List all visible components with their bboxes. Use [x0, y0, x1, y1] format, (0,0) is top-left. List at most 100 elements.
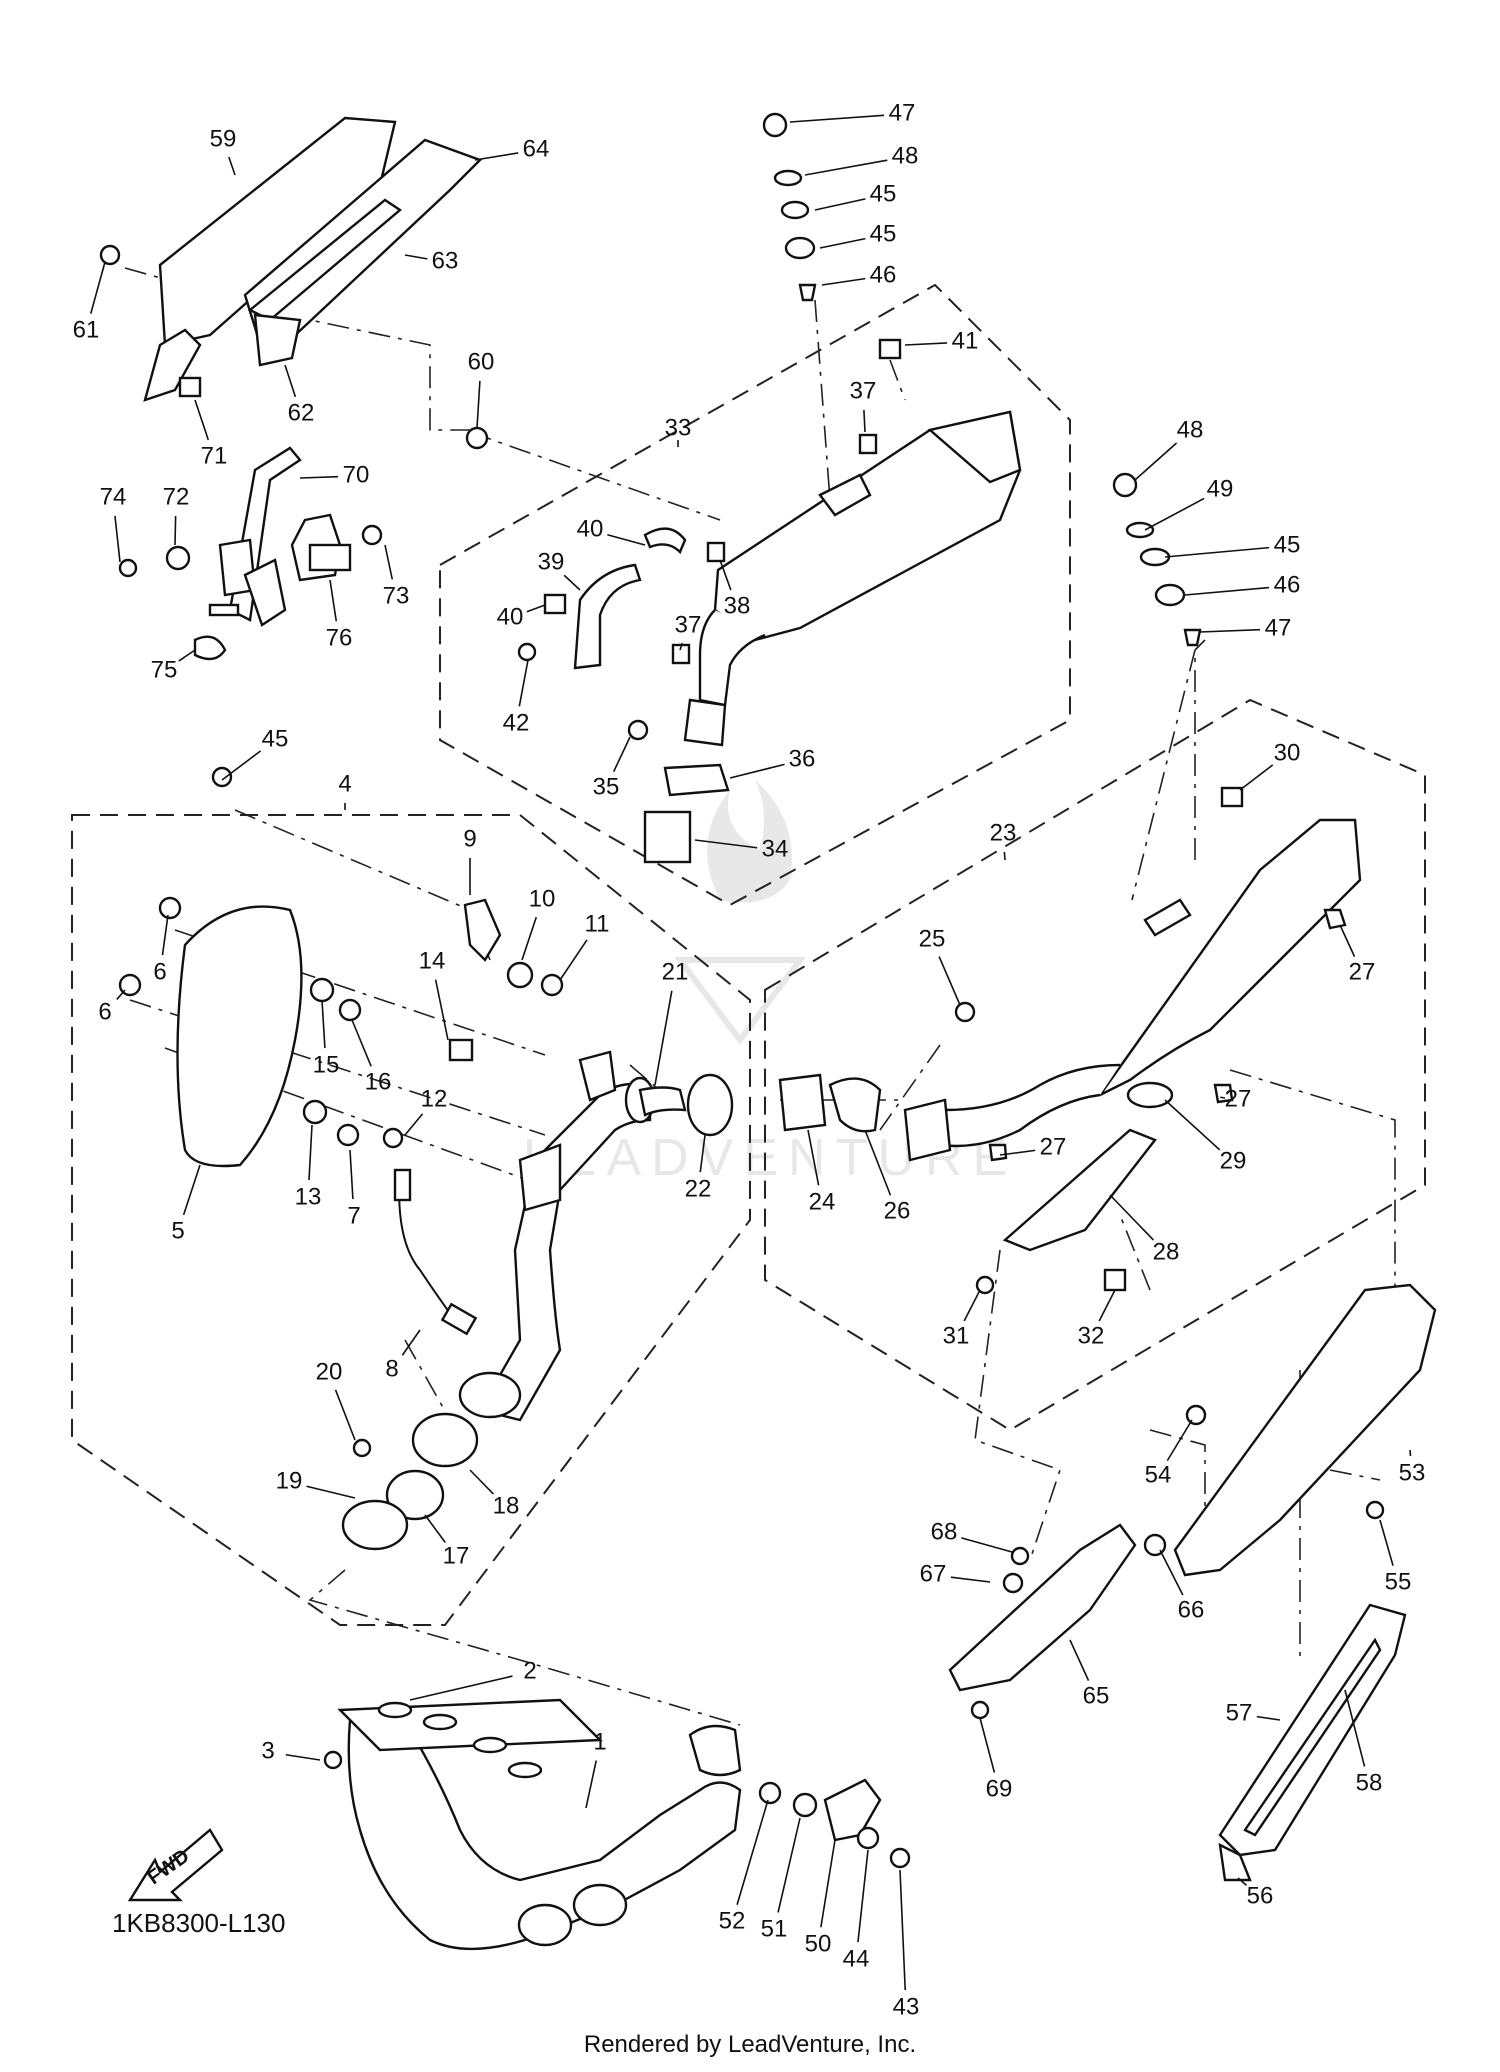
leader-line-73	[384, 544, 394, 580]
collar-76	[208, 603, 240, 617]
gasket-19	[341, 1499, 409, 1551]
grommet-59	[465, 426, 489, 450]
part-label-6: 6	[98, 998, 111, 1025]
part-label-49: 49	[1207, 475, 1234, 502]
part-label-47: 47	[889, 99, 916, 126]
grommet-45-top-a	[780, 200, 810, 220]
part-label-57: 57	[1226, 1699, 1253, 1726]
part-label-46: 46	[870, 261, 897, 288]
leader-line-25	[938, 956, 961, 1006]
part-label-59: 59	[210, 125, 237, 152]
leader-line-12	[404, 1113, 424, 1136]
leader-line-54	[1166, 1419, 1193, 1462]
part-label-12: 12	[421, 1085, 448, 1112]
part-number-labels: 1234566789101112131415161718192021222324…	[73, 99, 1426, 2020]
leader-line-46	[821, 277, 866, 286]
damper-32	[1103, 1268, 1127, 1292]
damper-50	[792, 1792, 818, 1818]
leader-line-68	[961, 1537, 1013, 1553]
band-29	[1126, 1081, 1174, 1109]
bolt-42	[889, 1847, 911, 1869]
part-label-54: 54	[1145, 1461, 1172, 1488]
leader-line-45	[819, 237, 866, 249]
washer-48-top	[773, 169, 803, 187]
group-boundary-33	[439, 283, 1071, 907]
gasket-2-d	[507, 1761, 543, 1779]
leader-line-37	[863, 409, 866, 433]
part-label-7: 7	[347, 1202, 360, 1229]
part-label-29: 29	[1220, 1147, 1247, 1174]
part-label-72: 72	[163, 483, 190, 510]
part-label-37: 37	[850, 377, 877, 404]
leader-line-57	[1256, 1715, 1281, 1721]
leader-line-6	[116, 989, 126, 1000]
leader-line-14	[434, 979, 449, 1041]
part-label-4: 4	[338, 770, 351, 797]
part-label-10: 10	[529, 885, 556, 912]
part-label-70: 70	[343, 461, 370, 488]
part-label-46: 46	[1274, 571, 1301, 598]
part-label-55: 55	[1385, 1568, 1412, 1595]
part-label-73: 73	[383, 582, 410, 609]
part-label-31: 31	[943, 1322, 970, 1349]
leader-line-27	[999, 1149, 1036, 1156]
leader-line-75	[178, 649, 196, 662]
leader-line-45	[221, 750, 262, 781]
leader-line-46	[1184, 586, 1270, 596]
leader-line-47	[789, 114, 885, 123]
part-label-3: 3	[261, 1737, 274, 1764]
part-label-33: 33	[665, 414, 692, 441]
nut-27-lower	[988, 1143, 1008, 1162]
part-label-42: 42	[503, 709, 530, 736]
leader-line-30	[1239, 764, 1274, 791]
bolt-47-top	[762, 112, 788, 138]
leader-line-11	[559, 939, 588, 981]
part-label-27: 27	[1349, 958, 1376, 985]
damper-15	[309, 977, 335, 1003]
sensor-75	[290, 513, 352, 582]
collar-65	[1143, 1533, 1167, 1557]
collar-10	[506, 961, 534, 989]
leader-line-66	[1159, 1549, 1184, 1596]
part-label-66: 66	[1178, 1596, 1205, 1623]
muffler-cover-52	[1173, 1283, 1437, 1577]
leader-line-1	[585, 1760, 597, 1809]
nut-27-mid	[1213, 1083, 1234, 1104]
leader-line-35	[612, 736, 631, 773]
washer-43	[856, 1826, 880, 1850]
part-label-27: 27	[1040, 1133, 1067, 1160]
part-label-43: 43	[893, 1993, 920, 2020]
muffler-33	[683, 410, 1022, 747]
collar-51	[758, 1781, 782, 1805]
leader-line-44	[857, 1849, 869, 1943]
bolt-41	[517, 642, 537, 662]
leader-line-38	[719, 559, 732, 591]
leader-line-69	[979, 1717, 996, 1773]
leader-line-21	[654, 990, 673, 1086]
damper-40-top	[878, 338, 902, 360]
part-label-63: 63	[432, 247, 459, 274]
protector-64	[948, 1523, 1137, 1692]
part-label-16: 16	[365, 1068, 392, 1095]
leader-line-28	[1109, 1194, 1155, 1241]
clamp-36	[663, 763, 730, 797]
leader-line-18	[469, 1469, 495, 1495]
leader-line-60	[476, 380, 481, 429]
clamp-21	[638, 1086, 687, 1117]
gasket-17	[385, 1469, 445, 1521]
leader-line-23	[1003, 851, 1006, 861]
leader-line-53	[1409, 1449, 1412, 1457]
cover-55	[1218, 1842, 1252, 1882]
part-label-64: 64	[523, 135, 550, 162]
damper-13	[302, 1099, 328, 1125]
part-label-48: 48	[1177, 416, 1204, 443]
part-label-40: 40	[497, 603, 524, 630]
leader-line-37	[679, 642, 684, 651]
group-boundary-23	[764, 698, 1426, 1432]
leader-line-61	[90, 261, 106, 314]
leader-line-19	[306, 1485, 356, 1499]
leader-line-45	[814, 198, 866, 211]
part-label-68: 68	[931, 1518, 958, 1545]
grommet-45-right-a	[1139, 547, 1171, 567]
part-label-65: 65	[1083, 1682, 1110, 1709]
